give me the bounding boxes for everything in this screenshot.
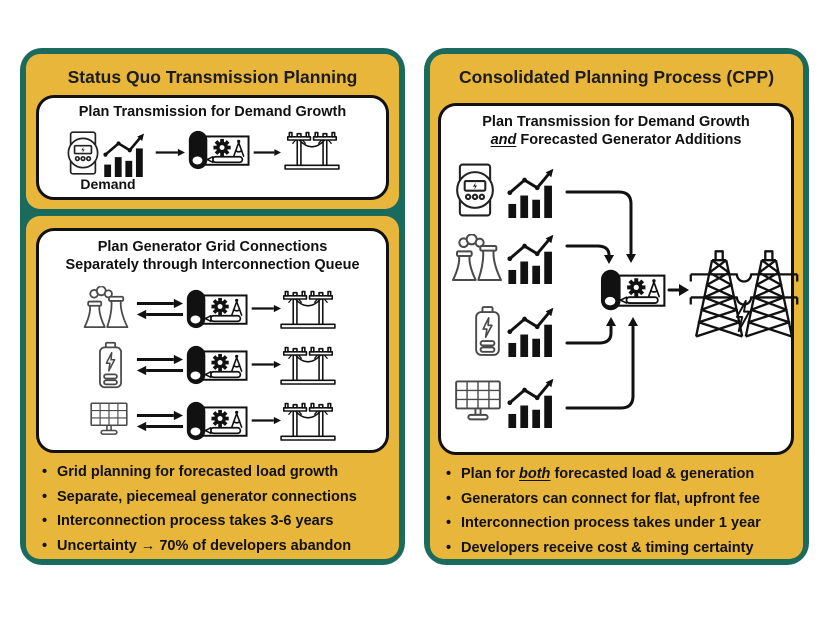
flow-connectors: [565, 190, 689, 410]
cpp-planning-box: Plan Transmission for Demand Growth and …: [438, 103, 794, 455]
battery-storage-icon: [473, 304, 502, 358]
arrow-right-icon: [155, 146, 185, 159]
utility-poles-icon: [279, 399, 337, 443]
demand-growth-box: Plan Transmission for Demand Growth Dema…: [36, 95, 389, 200]
status-quo-bottom-section: Plan Generator Grid Connections Separate…: [26, 216, 399, 559]
connector-battery-to-blueprint: [565, 325, 613, 345]
arrow-right-icon: [251, 302, 281, 315]
bullet-item: Developers receive cost & timing certain…: [444, 536, 802, 561]
status-quo-panel: Status Quo Transmission Planning Plan Tr…: [20, 48, 405, 565]
battery-storage-icon: [97, 340, 124, 390]
cpp-heading-line1: Plan Transmission for Demand Growth: [482, 114, 750, 130]
connector-meter-to-blueprint: [565, 190, 633, 255]
demand-growth-heading: Plan Transmission for Demand Growth: [78, 104, 347, 120]
bullet-item: Grid planning for forecasted load growth: [40, 460, 398, 485]
utility-poles-icon: [279, 287, 337, 331]
double-arrow-icon: [135, 297, 185, 321]
right-panel-title: Consolidated Planning Process (CPP): [458, 67, 775, 87]
growth-bar-chart-icon: [505, 232, 561, 284]
bullet-item: Separate, piecemeal generator connection…: [40, 485, 398, 510]
bullet-item: Generators can connect for flat, upfront…: [444, 487, 802, 512]
bullet-item: Uncertainty → 70% of developers abandon: [40, 534, 398, 559]
arrow-right-icon: [253, 146, 281, 159]
growth-bar-chart-icon: [505, 376, 561, 428]
cpp-heading-emphasis: and: [490, 132, 517, 148]
growth-bar-chart-icon: [505, 305, 561, 357]
electric-meter-icon: [453, 161, 497, 219]
cpp-heading-line2: and Forecasted Generator Additions: [441, 132, 791, 149]
utility-poles-icon: [283, 128, 341, 172]
planning-blueprint-icon: [185, 286, 249, 332]
left-panel-title: Status Quo Transmission Planning: [67, 67, 358, 87]
status-quo-top-section: Status Quo Transmission Planning Plan Tr…: [26, 54, 399, 209]
connector-solar-to-blueprint: [565, 325, 635, 410]
double-arrow-icon: [135, 409, 185, 433]
solar-panel-icon: [451, 378, 505, 426]
both-emphasis: both: [519, 466, 551, 482]
utility-poles-icon: [279, 343, 337, 387]
cpp-heading-rest: Forecasted Generator Additions: [516, 132, 742, 148]
queue-heading-line2: Separately through Interconnection Queue: [65, 257, 360, 273]
queue-heading-line1: Plan Generator Grid Connections: [97, 239, 328, 255]
demand-label: Demand: [80, 176, 136, 192]
growth-bar-chart-icon: [505, 166, 561, 218]
power-plant-icon: [449, 233, 505, 283]
power-plant-icon: [81, 284, 131, 331]
interconnection-queue-box: Plan Generator Grid Connections Separate…: [36, 228, 389, 453]
planning-blueprint-icon: [187, 127, 251, 173]
status-quo-bullet-list: Grid planning for forecasted load growth…: [40, 460, 398, 558]
bullet-item: Interconnection process takes 3-6 years: [40, 509, 398, 534]
growth-bar-chart-icon: [101, 131, 151, 177]
arrow-right-icon: [251, 414, 281, 427]
cpp-section: Consolidated Planning Process (CPP) Plan…: [430, 54, 803, 560]
double-arrow-icon: [135, 353, 185, 377]
connector-plant-to-blueprint: [565, 244, 611, 257]
cpp-bullet-list: Plan for both forecasted load & generati…: [444, 462, 802, 560]
bullet-item: Interconnection process takes under 1 ye…: [444, 511, 802, 536]
transmission-towers-icon: [689, 244, 799, 342]
solar-panel-icon: [87, 399, 131, 441]
planning-blueprint-icon: [185, 342, 249, 388]
bullet-item: Plan for both forecasted load & generati…: [444, 462, 802, 487]
cpp-panel: Consolidated Planning Process (CPP) Plan…: [424, 48, 809, 565]
planning-blueprint-icon: [599, 266, 667, 314]
electric-meter-icon: [65, 129, 101, 177]
planning-blueprint-icon: [185, 398, 249, 444]
arrow-right-icon: [251, 358, 281, 371]
